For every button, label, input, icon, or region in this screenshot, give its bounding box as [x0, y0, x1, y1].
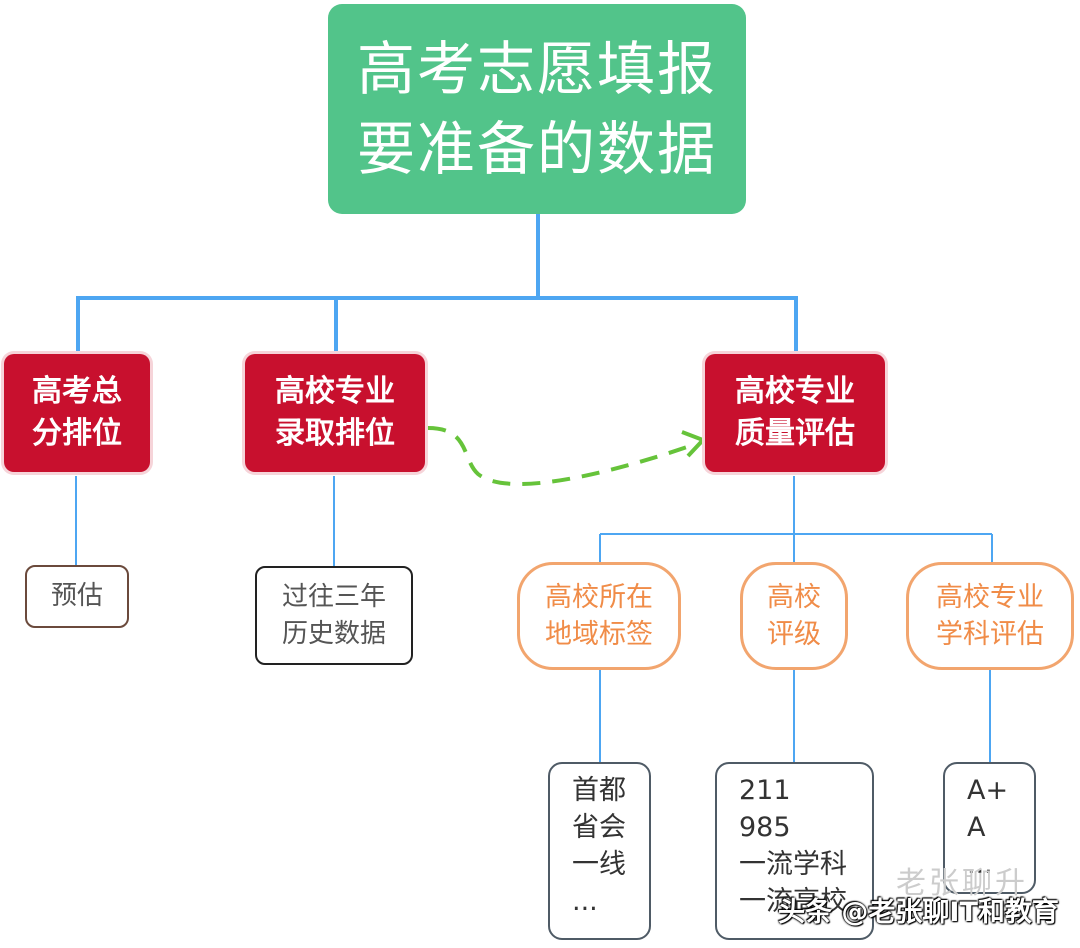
node-line1: 高校专业	[936, 582, 1044, 613]
list-item: 省会	[572, 812, 626, 843]
arrow-head-icon	[681, 430, 707, 458]
node-subject-assessment: 高校专业 学科评估	[906, 562, 1074, 670]
node-total-score-rank: 高考总 分排位	[4, 354, 150, 472]
node-major-admission-rank: 高校专业 录取排位	[245, 354, 425, 472]
node-line2: 地域标签	[545, 619, 653, 650]
node-line1: 高校专业	[735, 374, 855, 409]
caption: 头条 @老张聊IT和教育	[778, 897, 1059, 928]
root-node: 高考志愿填报 要准备的数据	[328, 4, 746, 214]
leaf-line1: 过往三年	[281, 581, 386, 612]
node-line1: 高校所在	[545, 582, 653, 613]
node-line2: 质量评估	[735, 416, 855, 451]
dashed-arrow	[427, 426, 691, 486]
list-item: 一流学科	[739, 849, 847, 880]
list-item: 一线	[572, 849, 626, 880]
node-line1: 高校	[767, 582, 821, 613]
list-item: A+	[967, 775, 1009, 806]
node-line1: 高考总	[32, 374, 122, 409]
root-line2: 要准备的数据	[356, 115, 717, 183]
rating-list: 211 985 一流学科 一流高校	[715, 762, 874, 940]
list-item: 211	[739, 775, 791, 806]
leaf-estimate: 预估	[25, 565, 129, 628]
node-region-tag: 高校所在 地域标签	[517, 562, 681, 670]
watermark: 老张聊升	[896, 866, 1028, 901]
node-line2: 评级	[767, 619, 821, 650]
node-line1: 高校专业	[275, 374, 395, 409]
leaf-estimate-text: 预估	[50, 581, 103, 611]
node-line2: 分排位	[32, 416, 122, 451]
node-line2: 学科评估	[936, 619, 1044, 650]
region-list: 首都 省会 一线 ...	[548, 762, 651, 940]
node-line2: 录取排位	[275, 416, 395, 451]
root-line1: 高考志愿填报	[356, 35, 717, 103]
leaf-history: 过往三年 历史数据	[255, 566, 413, 665]
leaf-line2: 历史数据	[281, 618, 386, 649]
list-item: A	[967, 812, 986, 843]
list-item: 首都	[572, 775, 626, 806]
node-school-rating: 高校 评级	[740, 562, 848, 670]
subject-list: A+ A ...	[943, 762, 1036, 894]
list-item: ...	[967, 849, 993, 880]
list-item: ...	[572, 886, 598, 917]
node-major-quality-assessment: 高校专业 质量评估	[705, 354, 885, 472]
list-item: 一流高校	[739, 886, 847, 917]
list-item: 985	[739, 812, 791, 843]
